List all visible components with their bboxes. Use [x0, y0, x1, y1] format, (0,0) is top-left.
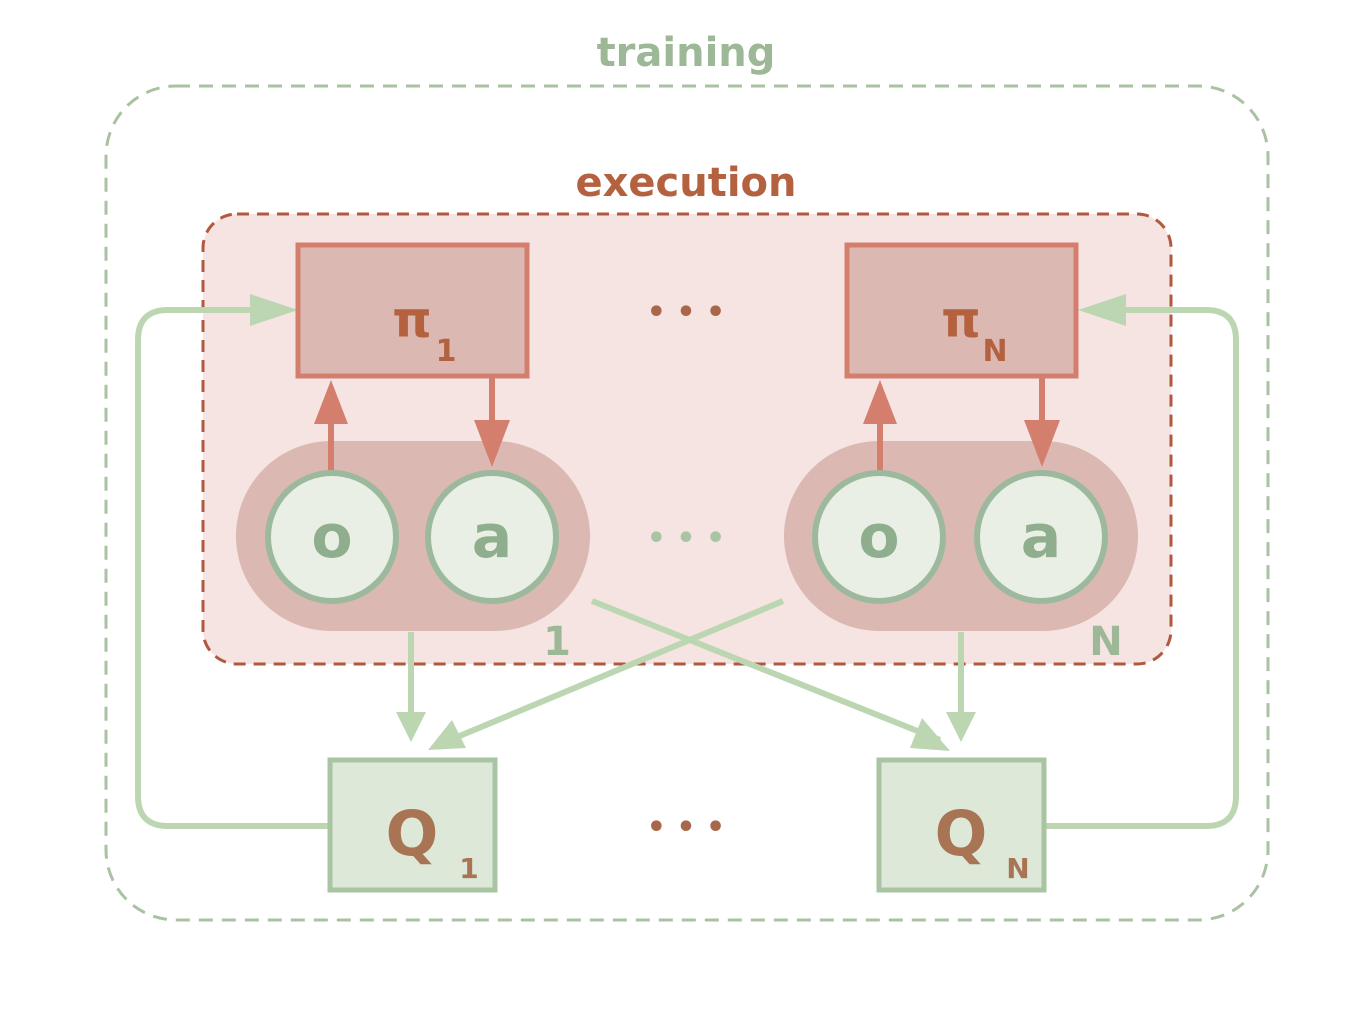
arrowhead-pin — [1078, 294, 1126, 326]
policy-sub-n: N — [982, 334, 1007, 369]
policy-box-n — [844, 242, 1079, 379]
ellipsis-agents: • • • — [647, 521, 725, 556]
group-label-n: N — [1089, 619, 1122, 665]
obs-node-1 — [265, 470, 399, 604]
act-label-1: a — [472, 502, 513, 572]
ellipsis-policies: • • • — [647, 295, 725, 330]
policy-box-1 — [295, 242, 530, 379]
critic-symbol-n: Q — [935, 797, 988, 870]
arrowhead-o1-to-pi1 — [314, 380, 348, 424]
arrowhead-on-to-pin — [863, 380, 897, 424]
critic-sub-1: 1 — [459, 852, 478, 885]
arrow-group-n-to-q1 — [436, 598, 785, 748]
arrow-group1-to-qn — [590, 598, 942, 743]
training-label: training — [597, 30, 776, 76]
critic-box-n — [876, 757, 1047, 893]
loop-q1-to-pi1 — [135, 307, 330, 829]
arrowhead-q1-down — [396, 712, 426, 742]
group-label-1: 1 — [543, 619, 571, 665]
arrowhead-group-n-to-q1 — [428, 720, 466, 750]
ellipsis-critics: • • • — [647, 810, 725, 845]
policy-symbol-1: π — [392, 291, 432, 349]
loop-qn-to-pin — [1044, 307, 1239, 829]
obs-node-n — [812, 470, 946, 604]
act-node-n — [974, 470, 1108, 604]
arrowhead-qn-down — [946, 712, 976, 742]
act-label-n: a — [1021, 502, 1062, 572]
training-box — [104, 84, 1270, 922]
policy-sub-1: 1 — [436, 334, 457, 369]
obs-label-n: o — [858, 502, 899, 572]
execution-label: execution — [575, 160, 796, 206]
arrowhead-pin-to-an — [1024, 420, 1060, 467]
policy-symbol-n: π — [941, 291, 981, 349]
act-node-1 — [425, 470, 559, 604]
arrowhead-pi1 — [250, 294, 298, 326]
critic-box-1 — [327, 757, 498, 893]
critic-symbol-1: Q — [386, 797, 439, 870]
obs-label-1: o — [311, 502, 352, 572]
arrowhead-pi1-to-a1 — [474, 420, 510, 467]
critic-sub-n: N — [1006, 852, 1029, 885]
arrowhead-group1-to-qn — [910, 718, 950, 751]
